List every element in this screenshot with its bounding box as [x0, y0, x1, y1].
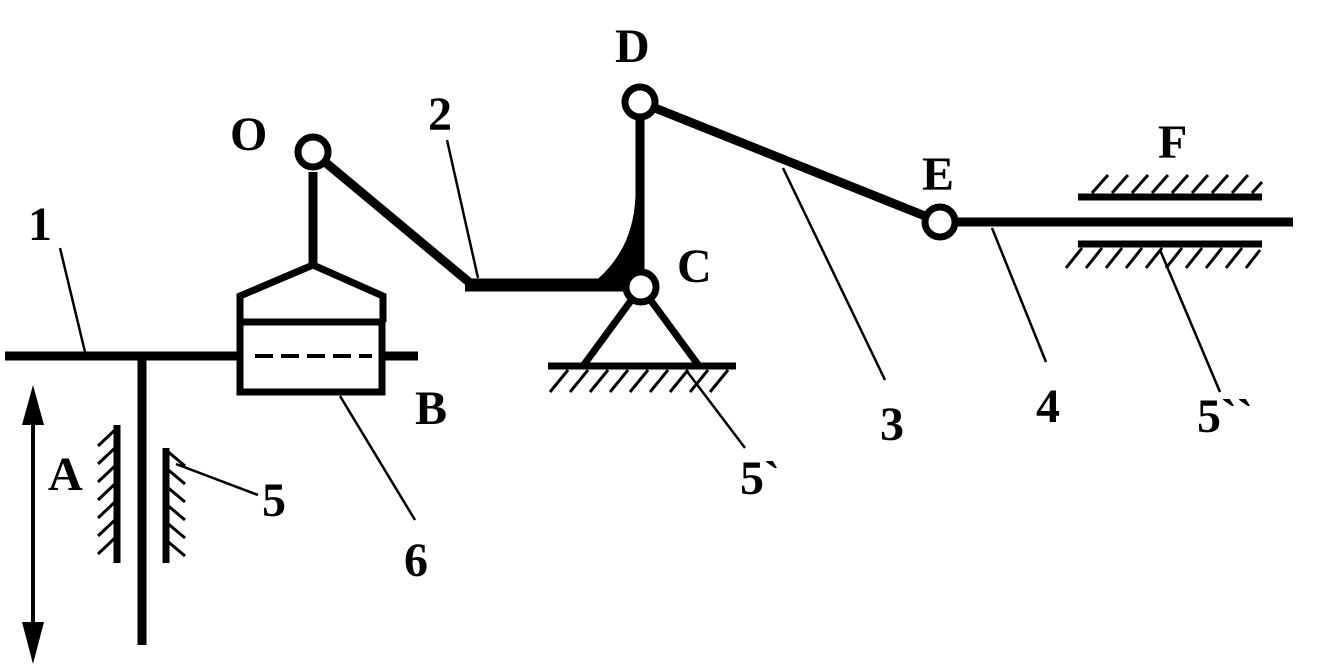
joint-E: [921, 203, 959, 241]
link-2-fillet: [600, 196, 640, 283]
guide-5: [96, 425, 186, 563]
label-5-double-prime: 5``: [1197, 390, 1253, 443]
label-F: F: [1158, 116, 1187, 169]
label-5-prime: 5`: [740, 452, 780, 505]
joint-C: [622, 268, 660, 306]
guide-5-double-prime: [1064, 174, 1264, 269]
label-B: B: [415, 382, 447, 435]
label-3: 3: [880, 398, 904, 451]
leader-1: [58, 247, 87, 353]
leader-6: [338, 395, 417, 521]
leader-2: [445, 139, 480, 279]
label-A: A: [48, 448, 83, 501]
label-6: 6: [404, 534, 428, 587]
label-5: 5: [262, 474, 286, 527]
link-2: [310, 148, 645, 288]
label-C: C: [677, 240, 712, 293]
leader-5-prime: [685, 369, 746, 449]
slider-6: [236, 172, 387, 396]
leader-5-double-prime: [1158, 249, 1222, 393]
leader-4: [990, 227, 1048, 363]
link-3: [638, 97, 942, 227]
leader-5: [175, 462, 259, 497]
leader-3: [781, 167, 887, 381]
label-O: O: [230, 108, 267, 161]
joint-D: [621, 83, 659, 121]
label-4: 4: [1036, 380, 1060, 433]
label-E: E: [922, 148, 954, 201]
label-D: D: [615, 20, 650, 73]
label-2: 2: [428, 88, 452, 141]
joint-O: [294, 133, 332, 171]
label-1: 1: [28, 198, 52, 251]
motion-arrow: [22, 385, 44, 664]
